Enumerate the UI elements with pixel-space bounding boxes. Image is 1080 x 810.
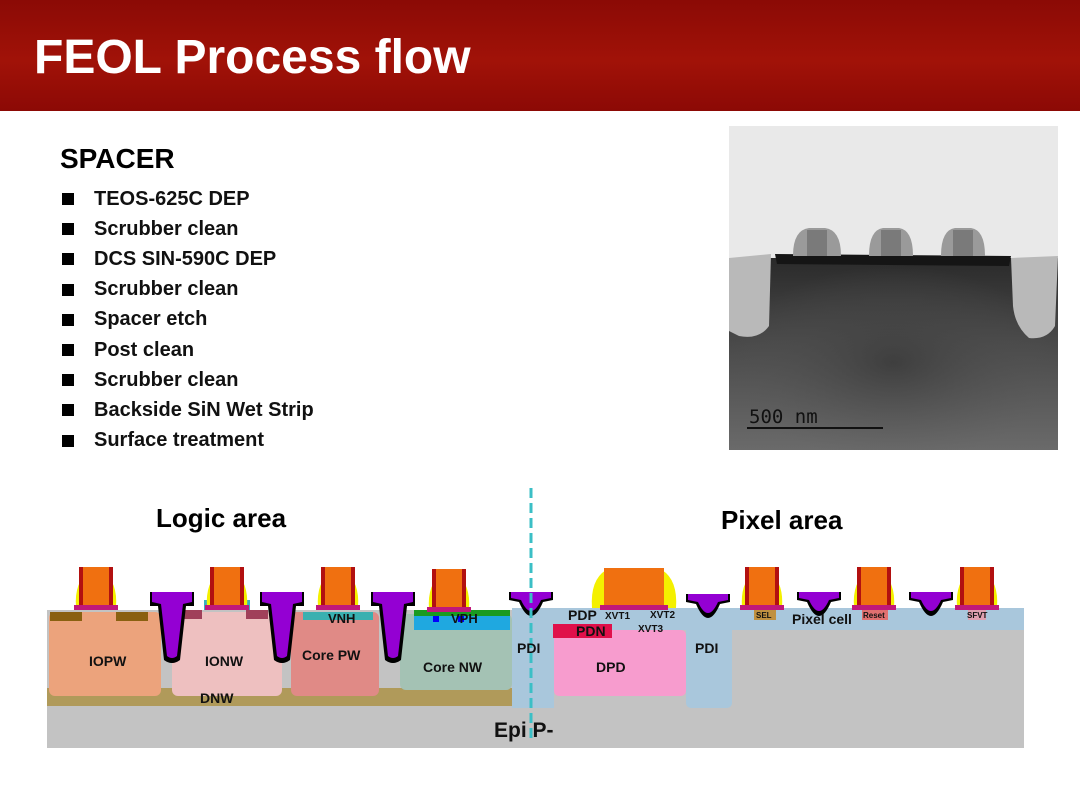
pixel-gate	[740, 567, 784, 610]
square-bullet-icon	[62, 404, 74, 417]
vnh-label: VNH	[328, 611, 355, 626]
tem-micrograph: 500 nm	[729, 126, 1058, 450]
square-bullet-icon	[62, 283, 74, 296]
process-step-label: TEOS-625C DEP	[94, 187, 250, 210]
tem-gates	[793, 228, 985, 256]
square-bullet-icon	[62, 193, 74, 206]
ionw-label: IONW	[205, 653, 244, 669]
pdi-left-region	[512, 612, 554, 708]
square-bullet-icon	[62, 253, 74, 266]
pdn-label: PDN	[576, 623, 606, 639]
xvt1-label: XVT1	[605, 611, 630, 622]
pdi-right-label: PDI	[695, 640, 718, 656]
process-step: Scrubber clean	[62, 214, 314, 244]
process-step: Backside SiN Wet Strip	[62, 395, 314, 425]
pdp-label: PDP	[568, 607, 597, 623]
square-bullet-icon	[62, 344, 74, 357]
process-step-label: Post clean	[94, 338, 195, 361]
square-bullet-icon	[62, 223, 74, 236]
reset-label: Reset	[863, 611, 885, 620]
process-step: Scrubber clean	[62, 365, 314, 395]
cross-section-diagram: IOPW IONW Core PW Core NW DNW VNH VPH PD…	[47, 488, 1024, 748]
process-step-label: Scrubber clean	[94, 368, 239, 391]
dnw-region	[47, 688, 513, 706]
title-bar: FEOL Process flow	[0, 0, 1080, 111]
process-step-label: Spacer etch	[94, 308, 208, 331]
tem-image-svg: 500 nm	[729, 126, 1058, 450]
epi-label: Epi P-	[494, 719, 554, 742]
logic-gate	[316, 567, 360, 610]
process-step-label: Backside SiN Wet Strip	[94, 398, 314, 421]
core-nw-well	[400, 614, 512, 690]
xvt3-label: XVT3	[638, 624, 663, 635]
vph-label: VPH	[451, 611, 478, 626]
page-title: FEOL Process flow	[34, 31, 471, 84]
pixel-gate	[852, 567, 896, 610]
process-step-label: Surface treatment	[94, 429, 265, 452]
core-nw-label: Core NW	[423, 659, 483, 675]
sel-label: SEL	[756, 611, 772, 620]
iopw-well	[49, 612, 161, 696]
square-bullet-icon	[62, 374, 74, 387]
section-title: SPACER	[60, 143, 175, 174]
square-bullet-icon	[62, 434, 74, 447]
process-step: TEOS-625C DEP	[62, 184, 314, 214]
process-step-list: TEOS-625C DEP Scrubber clean DCS SIN-590…	[62, 184, 314, 456]
core-pw-label: Core PW	[302, 647, 361, 663]
process-step: Post clean	[62, 335, 314, 365]
logic-gate	[427, 569, 471, 612]
tem-sti-right	[1011, 256, 1058, 339]
process-step-label: DCS SIN-590C DEP	[94, 247, 277, 270]
ionw-well	[172, 612, 282, 696]
dpd-region	[554, 630, 686, 696]
pixel-gate	[955, 567, 999, 610]
square-bullet-icon	[62, 313, 74, 326]
pdi-left-label: PDI	[517, 640, 540, 656]
dpd-label: DPD	[596, 659, 626, 675]
pdp-region	[552, 610, 686, 624]
transfer-gate	[591, 568, 677, 610]
tem-scale-label: 500 nm	[749, 406, 818, 428]
logic-gate	[74, 567, 118, 610]
sfvt-label: SFVT	[967, 611, 988, 620]
xvt2-label: XVT2	[650, 610, 675, 621]
pixel-area-label: Pixel area	[721, 505, 843, 535]
process-step: Surface treatment	[62, 426, 314, 456]
process-step: DCS SIN-590C DEP	[62, 244, 314, 274]
pdi-right-region	[686, 612, 732, 708]
logic-gate	[205, 567, 249, 610]
process-step-label: Scrubber clean	[94, 217, 239, 240]
core-pw-well	[291, 612, 379, 696]
pdn-region	[553, 624, 612, 638]
pixel-cell-label: Pixel cell	[792, 611, 852, 627]
process-step-label: Scrubber clean	[94, 278, 239, 301]
logic-area-label: Logic area	[156, 503, 287, 533]
process-step: Scrubber clean	[62, 275, 314, 305]
dnw-label: DNW	[200, 690, 234, 706]
process-step: Spacer etch	[62, 305, 314, 335]
iopw-label: IOPW	[89, 653, 127, 669]
tem-sti-left	[729, 254, 771, 337]
